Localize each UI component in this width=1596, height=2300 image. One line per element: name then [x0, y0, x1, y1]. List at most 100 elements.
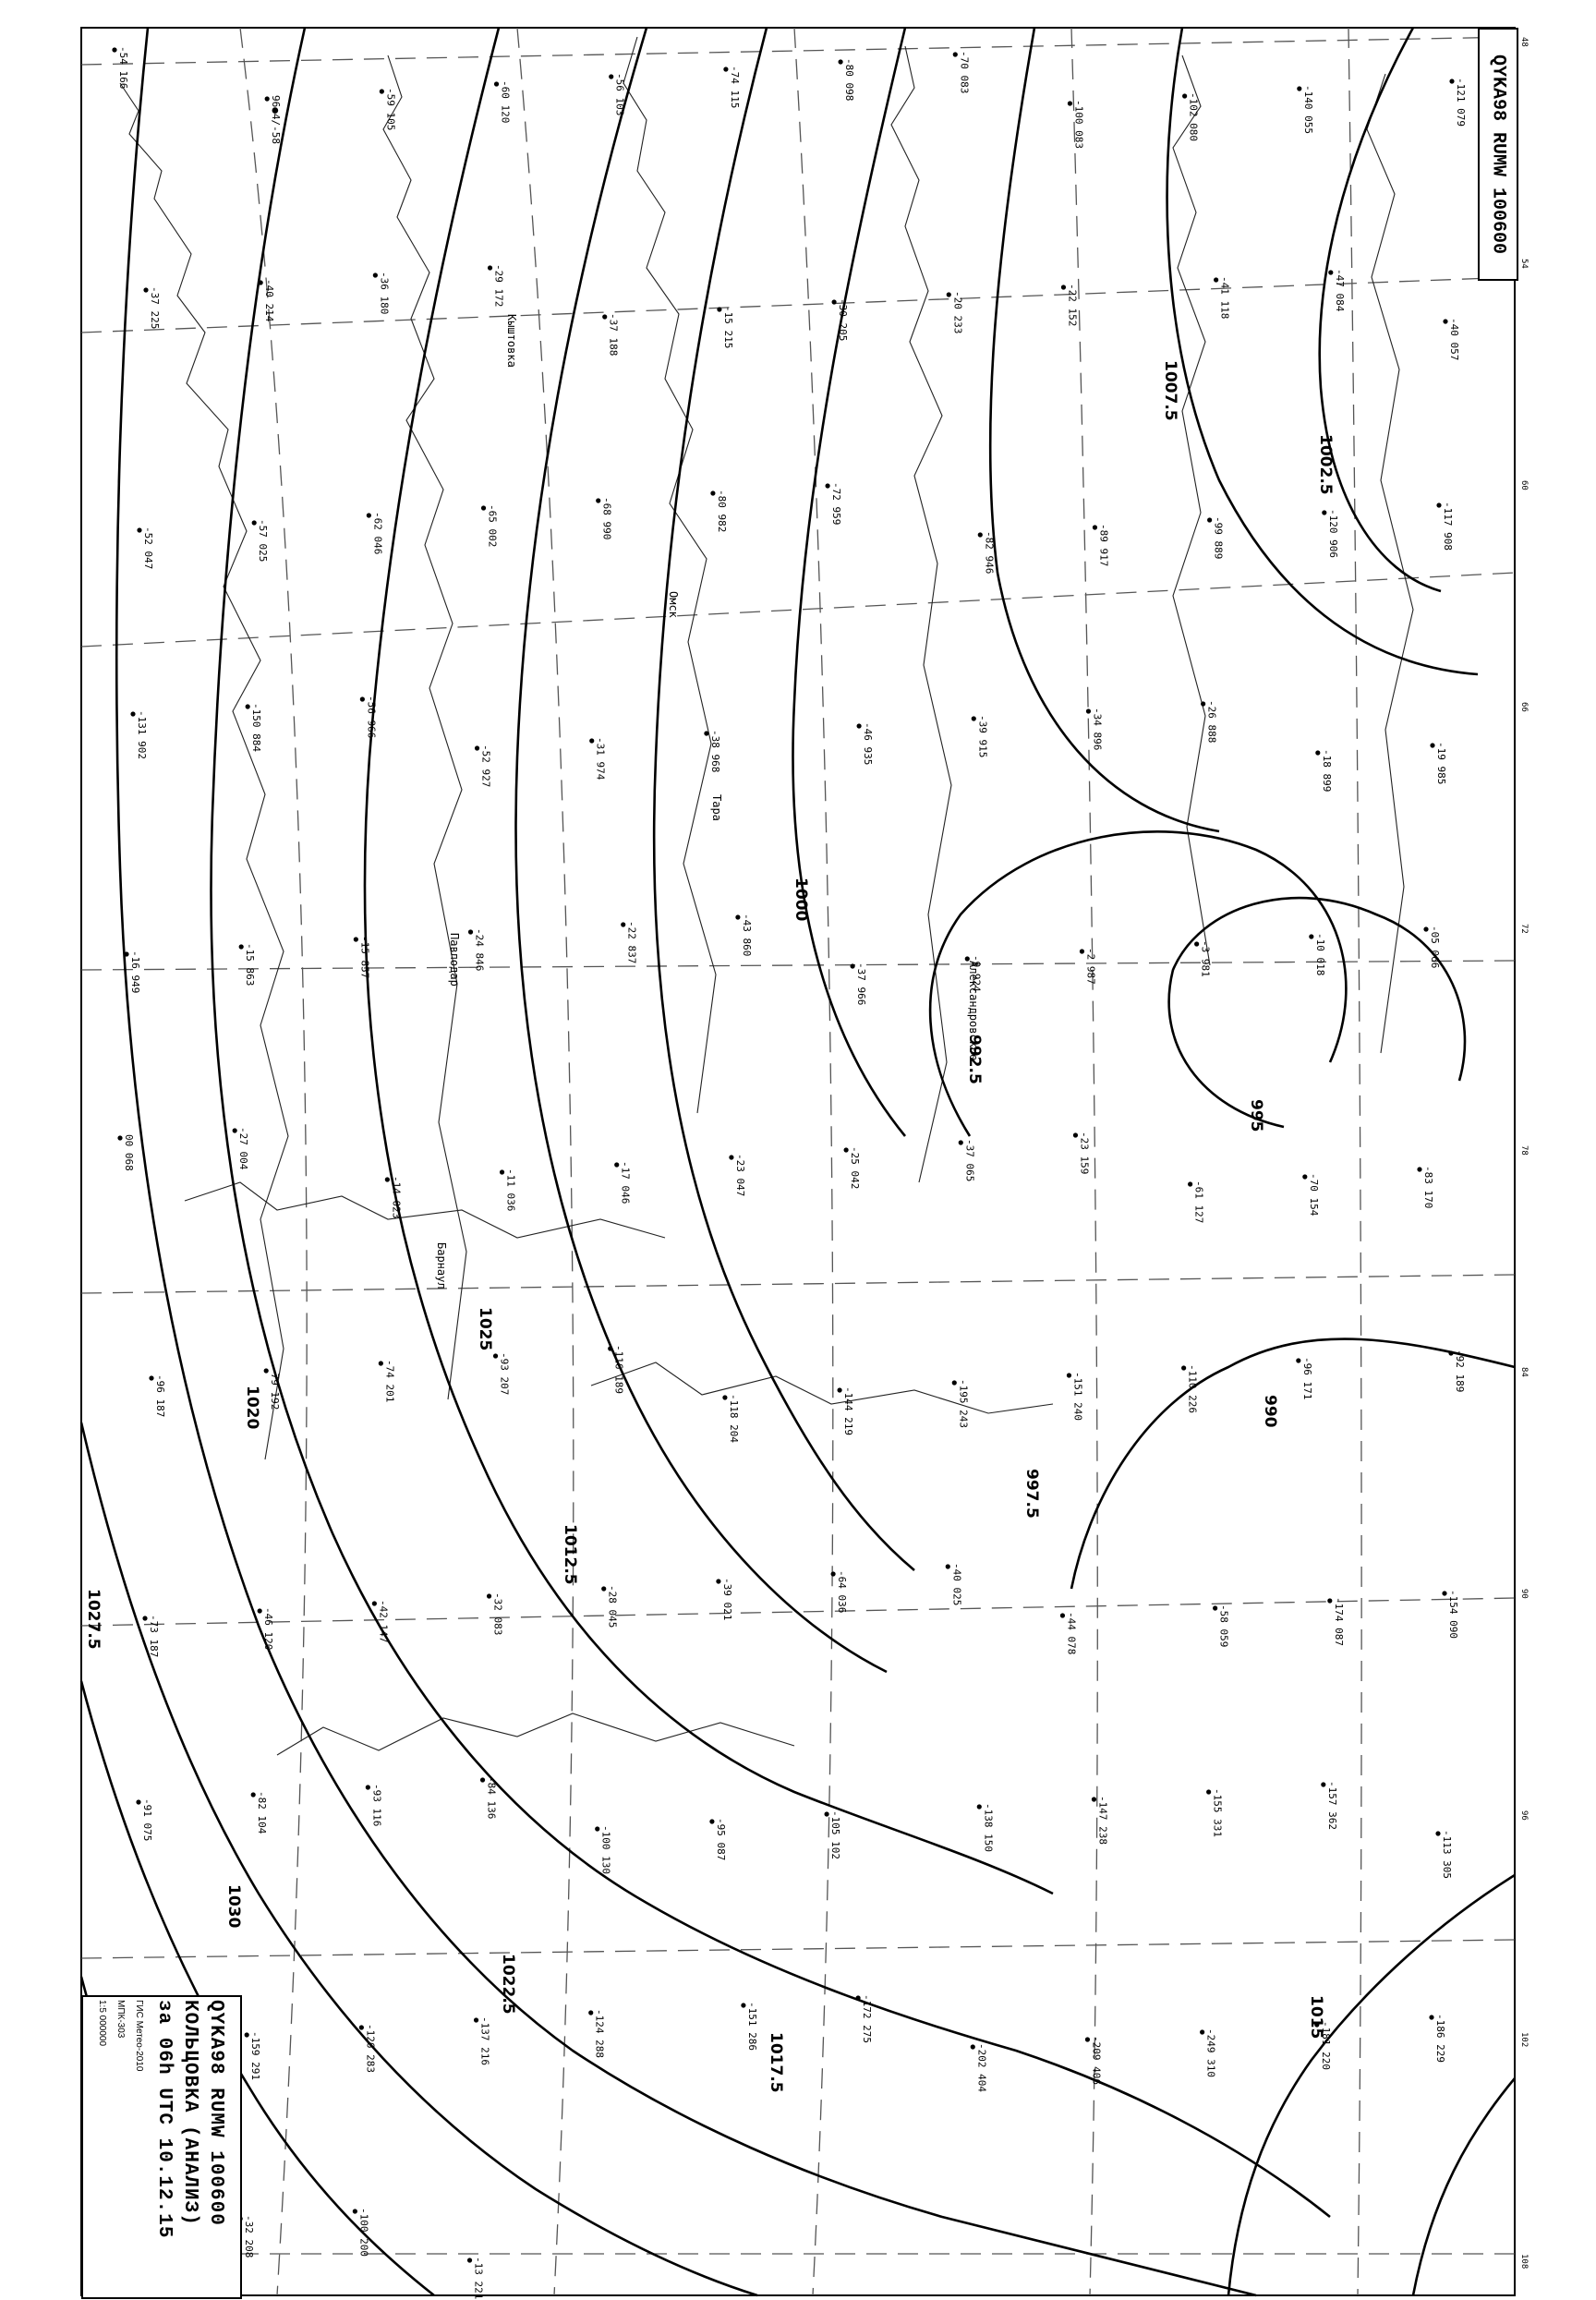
isobar-line	[1411, 2077, 1516, 2296]
station-label: -27 004	[237, 1127, 249, 1170]
station-label: -30 205	[837, 298, 849, 341]
station-label: -144 219	[842, 1386, 854, 1435]
station-label: -96 171	[1301, 1357, 1313, 1399]
station-dot	[1417, 1167, 1422, 1172]
station-label: -44 078	[1065, 1612, 1077, 1654]
station-label: -74 115	[729, 66, 741, 108]
station-dot	[831, 299, 837, 305]
station-label: -13 221	[473, 2257, 485, 2299]
station-label: -31 974	[595, 737, 607, 781]
station-dot	[970, 2044, 975, 2050]
station-dot	[1442, 1591, 1447, 1596]
station-dot	[1188, 1181, 1193, 1187]
station-dot	[1059, 1613, 1066, 1618]
station-dot	[487, 265, 493, 271]
station-dot	[1182, 93, 1188, 99]
station-label: -157 362	[1326, 1781, 1338, 1830]
station-label: -95 087	[715, 1818, 727, 1860]
station-dot	[1327, 1598, 1333, 1604]
station-dot	[1084, 2037, 1091, 2042]
station-label: -110 226	[1187, 1364, 1199, 1413]
isobar-label: 1002.5	[1316, 434, 1335, 495]
isobar-label: 992.5	[965, 1035, 984, 1084]
station-label: -121 079	[1455, 78, 1467, 127]
station-dot	[251, 520, 257, 526]
tick-label: 48	[1519, 37, 1529, 47]
station-dot	[142, 1616, 148, 1621]
station-label: -05 066	[1429, 926, 1441, 968]
isobar-line	[988, 27, 1220, 833]
title-line-5: МПК-303	[115, 1999, 126, 2038]
station-dot	[722, 1395, 728, 1400]
station-dot	[723, 67, 729, 72]
station-dot	[480, 505, 487, 511]
isobar-label: 1000	[792, 878, 810, 921]
isobar-labels: 1002.5 1007.5 1000 992.5 995 990 997.5 1…	[84, 360, 1335, 2093]
station-label: -100 083	[1072, 100, 1084, 149]
station-dot	[601, 1586, 607, 1592]
station-label: -186 229	[1434, 2014, 1446, 2063]
station-dot	[384, 1177, 390, 1182]
station-dot	[372, 272, 378, 278]
isobar-line	[363, 27, 1054, 1895]
station-dot	[717, 307, 722, 312]
station-label: -43 860	[741, 914, 753, 956]
station-label: -46 935	[862, 722, 874, 765]
station-label: -11 036	[505, 1168, 517, 1211]
station-label: -150 884	[250, 703, 262, 752]
station-label: -20 233	[951, 291, 963, 333]
station-label: -52 047	[142, 527, 154, 569]
station-label: -19 985	[1435, 742, 1447, 784]
isobar-label: 1017.5	[767, 2032, 785, 2093]
station-dot	[479, 1777, 486, 1783]
station-label: -23 159	[1078, 1132, 1090, 1174]
station-dot	[830, 1571, 836, 1577]
station-dot	[1091, 1797, 1097, 1802]
station-label: -28 045	[607, 1585, 619, 1628]
station-label: -39 021	[721, 1578, 733, 1620]
isobar-label: 997.5	[1022, 1469, 1041, 1519]
station-label: -32 083	[492, 1592, 504, 1635]
station-dot	[358, 2025, 364, 2030]
station-label: -40 025	[950, 1563, 962, 1605]
station-dot	[951, 1380, 957, 1386]
station-label: -37 065	[963, 1139, 975, 1181]
station-label: -47 084	[1334, 269, 1346, 312]
station-dot	[492, 1353, 499, 1359]
station-label: -17 046	[620, 1161, 632, 1204]
title-line-1: QYKA98 RUMW 100600	[205, 1999, 226, 2226]
station-label: -209 406	[1090, 2036, 1102, 2085]
station-dot	[741, 2003, 746, 2008]
station-label: -249 310	[1205, 2028, 1217, 2077]
station-dot	[1206, 1789, 1212, 1795]
station-dot	[1423, 926, 1429, 932]
station-label: -181 220	[1320, 2021, 1332, 2070]
station-dot	[258, 280, 263, 285]
station-label: -93 207	[499, 1352, 511, 1395]
station-dot	[365, 1785, 370, 1790]
station-dot	[371, 1601, 377, 1606]
station-label: -41 118	[1219, 276, 1231, 319]
station-label: -22 152	[1066, 284, 1078, 326]
station-label: -124 288	[594, 2009, 606, 2058]
station-dot	[1085, 708, 1092, 714]
station-dot	[473, 2017, 479, 2023]
title-line-6: 1:5 000000	[97, 1999, 107, 2046]
station-label: -70 154	[1308, 1173, 1320, 1217]
station-dot	[467, 929, 474, 935]
place-name: Барнаул	[435, 1242, 448, 1289]
station-dot	[1066, 1373, 1072, 1378]
station-label: -84 136	[486, 1776, 498, 1819]
isobar-label: 1027.5	[84, 1589, 103, 1650]
tick-label: 60	[1519, 480, 1529, 490]
place-name: Омск	[667, 591, 680, 619]
station-dot	[1429, 2015, 1434, 2020]
tick-label: 108	[1519, 2254, 1529, 2269]
station-dot	[149, 1375, 154, 1381]
isobar-line	[514, 27, 888, 1674]
station-label: -65 002	[487, 504, 499, 547]
station-label: -61 127	[1193, 1180, 1205, 1223]
station-dot	[245, 704, 250, 709]
station-label: -15 863	[244, 943, 256, 986]
station-label: -151 286	[746, 2002, 758, 2051]
